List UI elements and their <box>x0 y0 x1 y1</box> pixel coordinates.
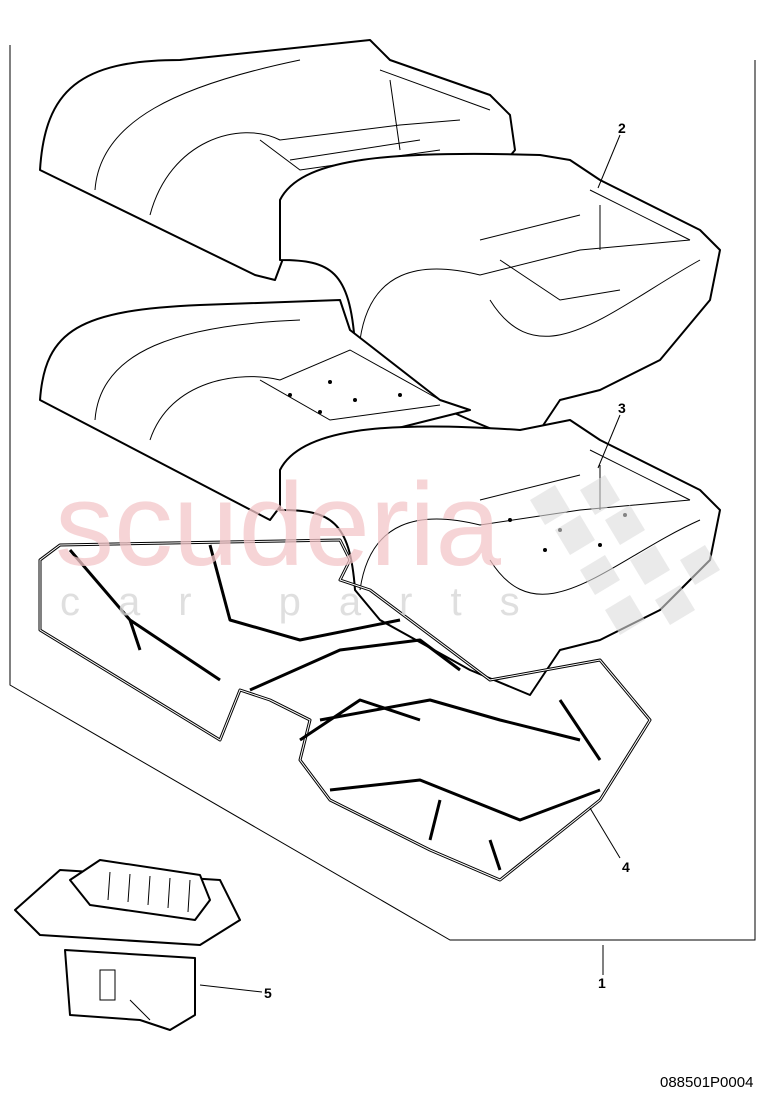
callout-2: 2 <box>618 120 626 136</box>
callout-4: 4 <box>622 859 630 875</box>
assembly-bracket-line <box>9 45 756 941</box>
callout-3: 3 <box>618 400 626 416</box>
part-code: 088501P0004 <box>660 1074 753 1091</box>
callout-5: 5 <box>264 985 272 1001</box>
wire-frame <box>38 538 652 882</box>
callout-1: 1 <box>598 975 606 991</box>
leader-lines <box>199 134 621 993</box>
seat-cushion-3 <box>279 419 721 696</box>
clip-part <box>14 859 241 1031</box>
